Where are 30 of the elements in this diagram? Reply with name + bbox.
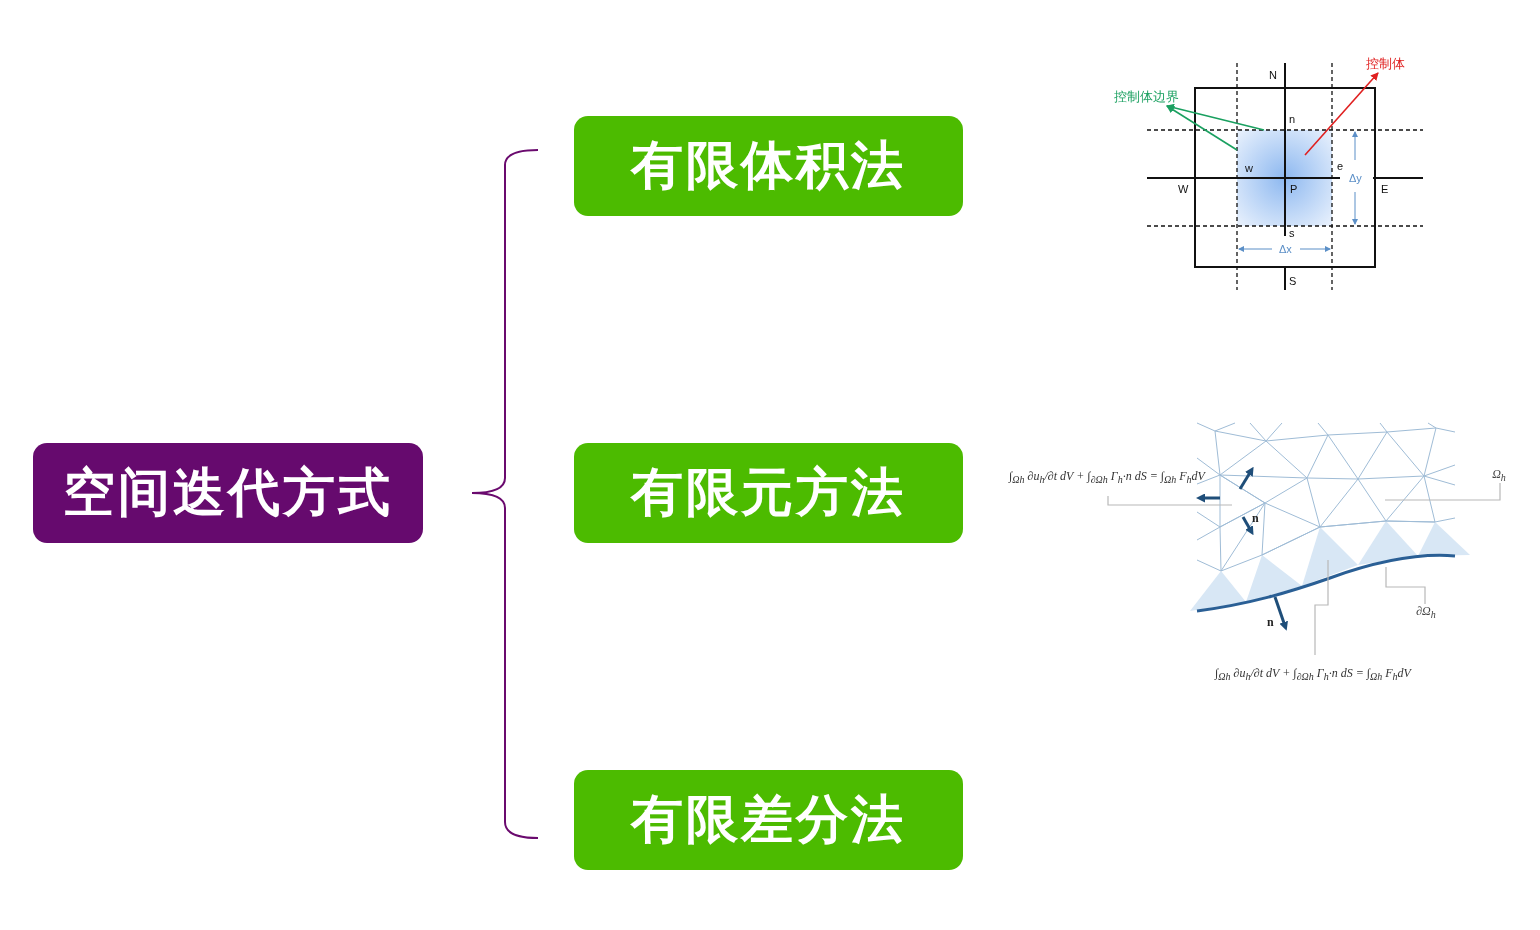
grid-point-label: n — [1289, 114, 1296, 125]
boundary-label: 控制体边界 — [1108, 87, 1184, 106]
leader-line — [1384, 482, 1501, 501]
grid-point-label: w — [1245, 163, 1253, 174]
formula-text: ∂Ω$_{h}$ — [1416, 604, 1436, 621]
grid-point-label: Δx — [1279, 244, 1292, 255]
normal-label: n — [1267, 616, 1274, 628]
arrow — [1166, 103, 1265, 131]
grid-point-label: N — [1269, 70, 1277, 81]
method-box: 有限体积法 — [574, 116, 963, 216]
method-box: 有限元方法 — [574, 443, 963, 543]
grid-point-label: W — [1178, 184, 1189, 195]
grid-point-label: Δy — [1349, 173, 1362, 184]
grid-point-label: e — [1337, 161, 1344, 172]
formula-text: Ω$_{h}$ — [1492, 466, 1506, 484]
grid-point-label: S — [1289, 276, 1297, 287]
leader-line — [1314, 559, 1329, 656]
grid-point-label: P — [1290, 184, 1298, 195]
arrow — [1166, 105, 1238, 151]
grid-point-label: E — [1381, 184, 1389, 195]
normal-label: n — [1252, 512, 1259, 524]
method-box: 有限差分法 — [574, 770, 963, 870]
leader-line — [1385, 566, 1426, 605]
arrow — [1304, 72, 1379, 156]
formula-text: ∫$_{Ωh}$ ∂u$_{h}$/∂t dV + ∫$_{∂Ωh}$ Γ$_{h}$·n dS = ∫$_{Ωh}$ F$_{h}$dV — [1215, 665, 1411, 683]
root-box: 空间迭代方式 — [33, 443, 423, 543]
leader-line — [1107, 495, 1233, 506]
formula-text: ∫$_{Ωh}$ ∂u$_{h}$/∂t dV + ∫$_{∂Ωh}$ Γ$_{h}$·n dS = ∫$_{Ωh}$ F$_{h}$dV — [1009, 468, 1205, 486]
grid-point-label: s — [1289, 228, 1295, 239]
control-volume-label: 控制体 — [1361, 54, 1409, 73]
